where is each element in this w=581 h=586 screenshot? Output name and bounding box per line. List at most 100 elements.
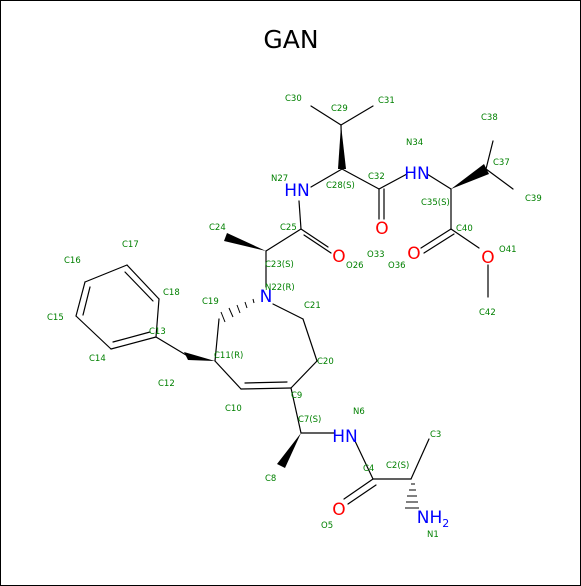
label-o36: O36 <box>388 261 406 271</box>
bond-c4-o-b <box>347 484 377 505</box>
bond-c16-c15 <box>75 281 86 317</box>
wedge-c23-c24 <box>224 233 266 251</box>
label-c20: C20 <box>317 357 334 367</box>
bond-c30-c29 <box>310 105 342 126</box>
bond-c9-c10-a <box>240 387 292 390</box>
label-c2: C2(S) <box>386 461 409 471</box>
label-o41: O41 <box>499 245 517 255</box>
bond-c40-o41 <box>450 228 480 249</box>
label-c40: C40 <box>456 224 473 234</box>
bond-c12-c13 <box>155 336 187 356</box>
atom-hn-7: HN <box>332 427 358 447</box>
label-c23: C23(S) <box>265 260 294 270</box>
label-c8: C8 <box>265 474 276 484</box>
atom-n-ring: N <box>260 287 273 307</box>
stereo-bonds <box>184 125 489 509</box>
label-c42: C42 <box>479 308 496 318</box>
label-o26: O26 <box>346 261 364 271</box>
label-c10: C10 <box>225 404 242 414</box>
bond-c18-c17-inner <box>124 271 154 302</box>
label-n1: N1 <box>427 530 439 540</box>
atom-o-40: O <box>407 244 420 264</box>
label-c7: C7(S) <box>298 415 321 425</box>
bond-c9-c10-b <box>244 381 288 384</box>
bond-c10-c11 <box>214 360 242 390</box>
atom-o-25: O <box>332 247 345 267</box>
bond-c11-c19 <box>214 318 220 362</box>
label-n34: N34 <box>406 138 423 148</box>
bond-n27-c25 <box>298 200 302 230</box>
label-c25: C25 <box>280 223 297 233</box>
bond-c9-c7 <box>290 387 302 434</box>
atom-labels: C30 C29 C31 N34 C38 C37 C39 N27 C28(S) C… <box>47 94 542 540</box>
bond-c37-c38 <box>485 140 494 170</box>
bond-c40-o-b <box>423 233 455 254</box>
atom-o-41: O <box>481 248 494 268</box>
label-c9: C9 <box>291 391 302 401</box>
bonds <box>75 105 514 505</box>
bond-c21-c20 <box>302 318 318 362</box>
bond-c18-c17 <box>126 264 160 300</box>
bond-c16-c15-inner <box>82 286 91 316</box>
bond-c14-c13 <box>110 336 157 350</box>
label-o5: O5 <box>321 521 333 531</box>
bond-c29-c31 <box>340 105 374 126</box>
hash-n22-c19 <box>220 298 255 323</box>
label-c16: C16 <box>64 256 81 266</box>
bond-c25-o-a <box>300 228 329 248</box>
wedge-c7-c8 <box>277 433 301 468</box>
label-c29: C29 <box>331 104 348 114</box>
label-c30: C30 <box>285 94 302 104</box>
label-c37: C37 <box>493 158 510 168</box>
label-c15: C15 <box>47 313 64 323</box>
label-c24: C24 <box>209 223 226 233</box>
bond-c28-n27 <box>310 168 343 188</box>
bond-c37-c39 <box>485 168 514 190</box>
label-c3: C3 <box>430 430 441 440</box>
bond-c25-c23 <box>265 228 302 252</box>
label-n27: N27 <box>271 174 288 184</box>
bond-c14-c13-inner <box>112 331 151 343</box>
atom-hn-28: HN <box>284 181 310 201</box>
bond-c28-c32 <box>341 168 380 190</box>
bond-c32-n34 <box>378 173 408 190</box>
wedge-c28-c29 <box>338 125 346 169</box>
bond-c20-c9 <box>290 360 318 389</box>
label-c21: C21 <box>304 301 321 311</box>
hash-c2-n1 <box>405 483 419 509</box>
wedge-c35-c37 <box>451 164 489 189</box>
bond-c2-c3 <box>410 438 430 480</box>
wedge-c11-c12 <box>184 352 215 361</box>
label-c39: C39 <box>525 194 542 204</box>
bond-c15-c14 <box>75 315 112 350</box>
bond-n6-c4 <box>354 440 374 480</box>
label-c32: C32 <box>368 172 385 182</box>
label-c38: C38 <box>481 113 498 123</box>
atom-hn-35: HN <box>404 164 430 184</box>
bond-n34-c35 <box>426 173 452 190</box>
label-c13: C13 <box>149 327 166 337</box>
label-c4: C4 <box>363 464 374 474</box>
label-c11: C11(R) <box>214 351 243 361</box>
diagram-title: GAN <box>263 25 318 54</box>
label-c17: C17 <box>122 240 139 250</box>
label-o33: O33 <box>367 250 385 260</box>
label-c31: C31 <box>378 96 395 106</box>
bond-c4-o-a <box>343 478 374 500</box>
label-c19: C19 <box>202 297 219 307</box>
label-n22: N22(R) <box>265 283 295 293</box>
label-c35: C35(S) <box>421 198 450 208</box>
label-n6: N6 <box>353 407 365 417</box>
atom-o-4: O <box>332 500 345 520</box>
label-c12: C12 <box>158 379 175 389</box>
bond-c17-c16 <box>84 264 128 283</box>
bond-c40-o-a <box>420 228 452 249</box>
bond-n22-c21 <box>272 303 304 320</box>
label-c28: C28(S) <box>326 181 355 191</box>
atom-nh2: NH2 <box>417 508 450 530</box>
atom-o-32: O <box>375 219 388 239</box>
bond-c25-o-b <box>303 234 332 254</box>
label-c14: C14 <box>89 354 106 364</box>
